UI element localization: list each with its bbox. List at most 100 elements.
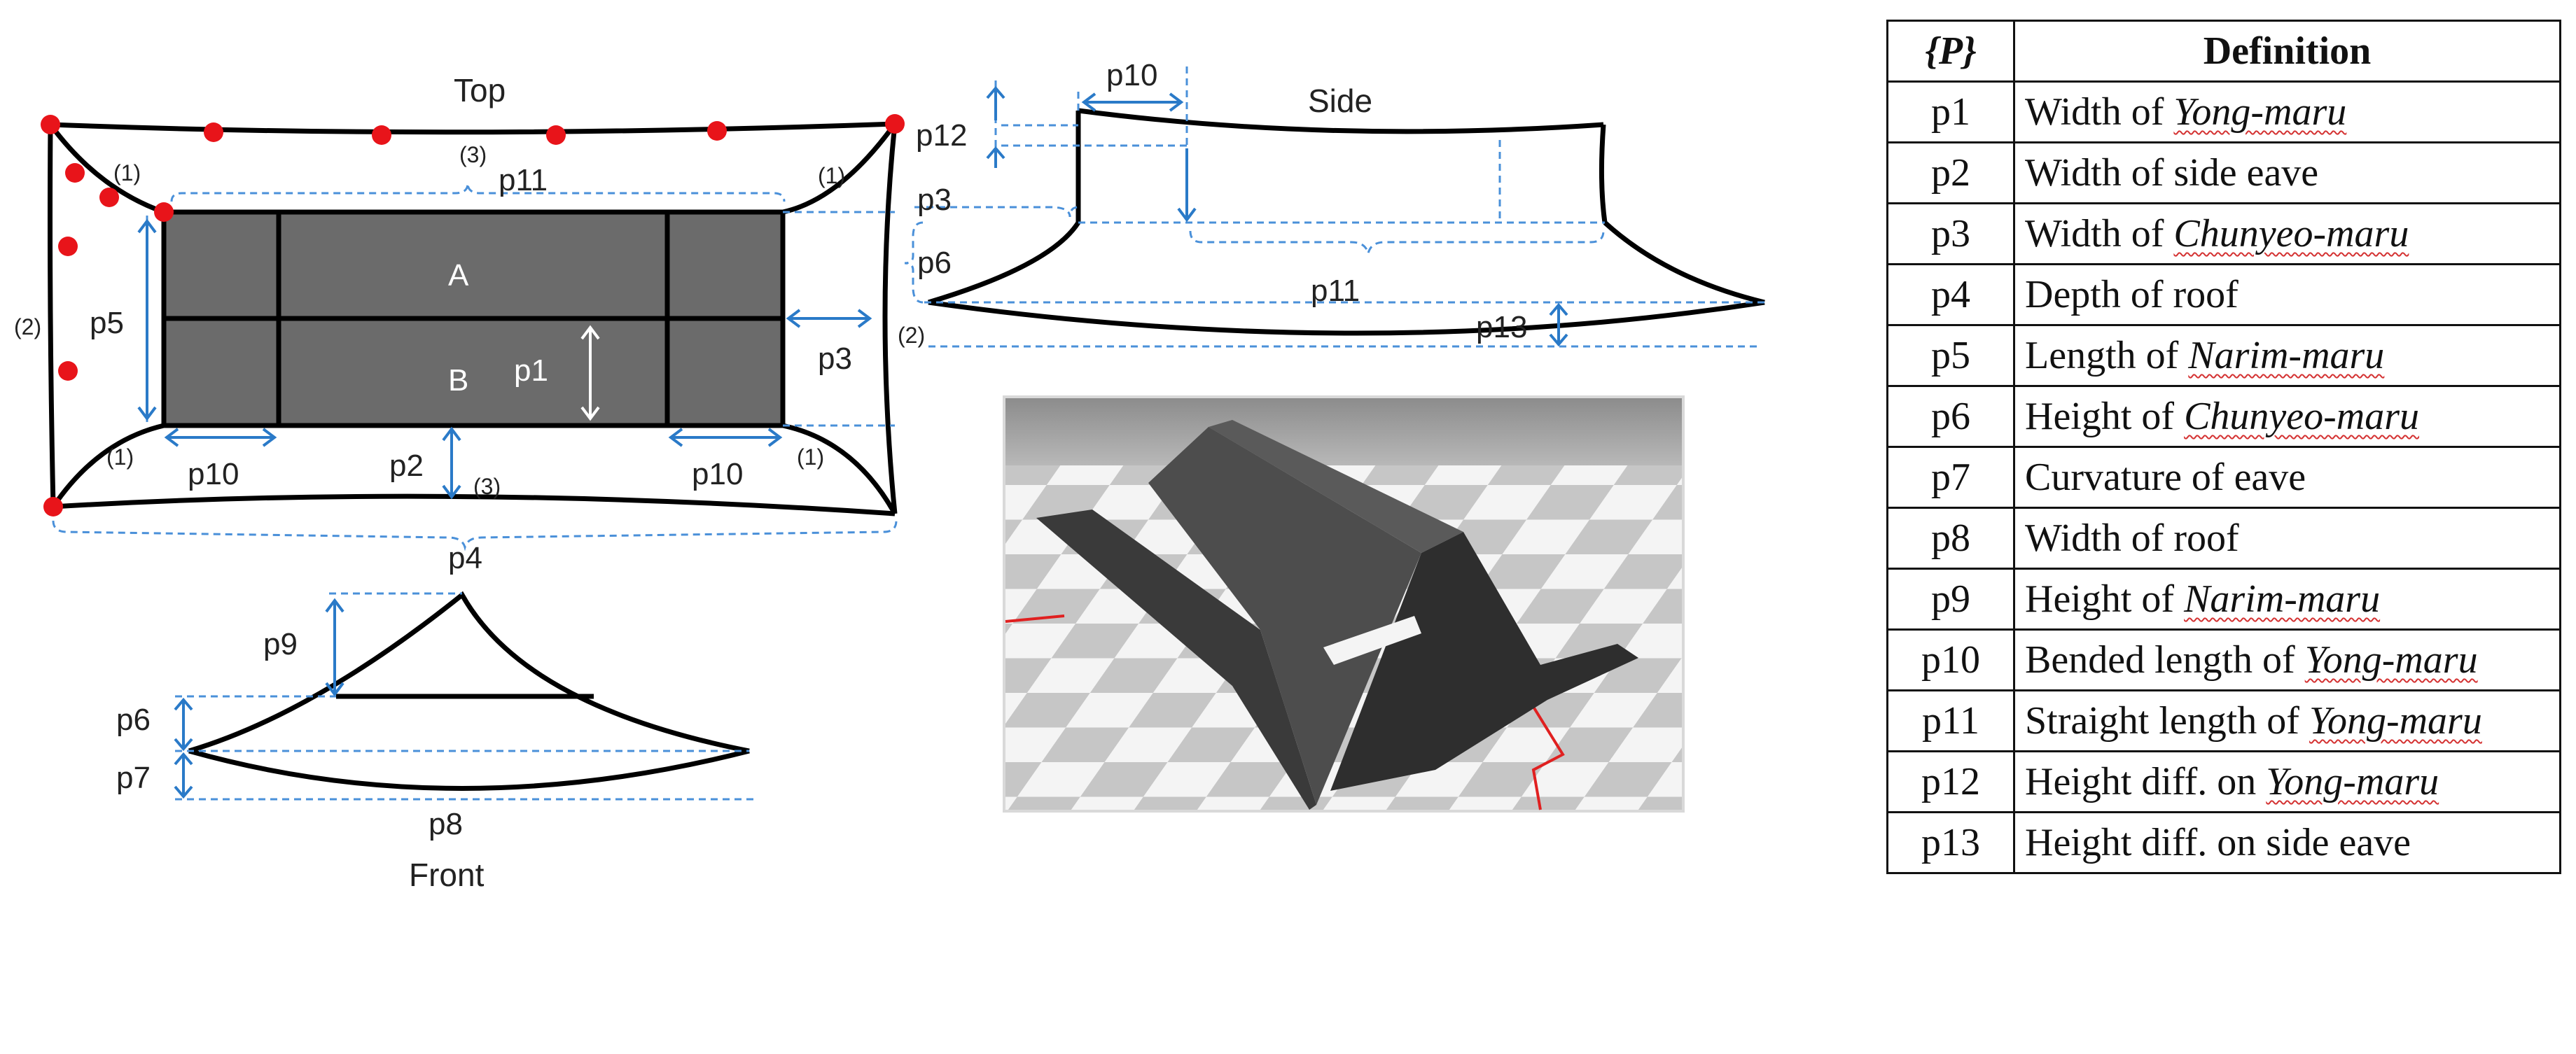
p11-label-side: p11 — [1311, 274, 1360, 308]
p4-label: p4 — [448, 541, 482, 575]
definition-text: Curvature of eave — [2025, 456, 2306, 499]
control-point — [204, 122, 223, 142]
table-cell-definition: Straight length of Yong-maru — [2013, 689, 2561, 752]
p1-label: p1 — [514, 353, 548, 388]
p10-label-left: p10 — [188, 457, 239, 491]
control-point — [58, 361, 78, 381]
p5-arrow — [137, 218, 157, 421]
table-cell-definition: Height of Chunyeo-maru — [2013, 385, 2561, 448]
top-outer-top-edge — [50, 121, 896, 135]
p10-arrow-left — [164, 428, 277, 447]
table-cell-definition: Height diff. on Yong-maru — [2013, 750, 2561, 813]
front-view-title: Front — [409, 857, 485, 893]
top-outer-right-edge — [882, 123, 898, 514]
p11-brace-side — [1189, 230, 1605, 254]
table-cell-symbol: p10 — [1886, 628, 2015, 691]
p6-label-front: p6 — [116, 703, 151, 737]
definition-text: Height diff. on side eave — [2025, 821, 2411, 864]
control-point — [154, 202, 174, 222]
marker-3-bottom: (3) — [473, 474, 501, 499]
marker-1-tr: (1) — [818, 163, 845, 188]
definition-term: Yong-maru — [2266, 760, 2439, 803]
table-cell-definition: Curvature of eave — [2013, 446, 2561, 509]
top-connector-tr — [782, 122, 897, 215]
definition-text: Height of — [2025, 395, 2185, 438]
p13-label: p13 — [1476, 310, 1527, 344]
table-cell-symbol: p12 — [1886, 750, 2015, 813]
control-point — [372, 125, 391, 145]
side-right-eave — [1603, 220, 1765, 305]
p10-arrow-side — [1081, 92, 1184, 112]
p6-arrow — [174, 697, 193, 752]
p13-arrow — [1549, 302, 1568, 347]
table-cell-symbol: p8 — [1886, 507, 2015, 570]
marker-2-side: (2) — [898, 323, 925, 348]
render-axis-red-2 — [1531, 705, 1565, 810]
table-cell-symbol: p2 — [1886, 141, 2015, 204]
table-header-row: {P} Definition — [1886, 20, 2561, 83]
side-bottom-curve — [928, 300, 1765, 336]
table-cell-symbol: p6 — [1886, 385, 2015, 448]
p12-arrow-top — [986, 85, 1005, 120]
p10-label-right: p10 — [692, 457, 743, 491]
table-header-definition: Definition — [2013, 20, 2561, 83]
p3-arrow — [786, 309, 872, 328]
top-view-title: Top — [454, 72, 506, 108]
definition-text: Width of roof — [2025, 517, 2239, 560]
p2-arrow — [442, 426, 461, 500]
control-point — [546, 125, 566, 145]
definition-term: Yong-maru — [2173, 90, 2347, 134]
side-height-arrow — [1177, 148, 1197, 223]
table-cell-symbol: p13 — [1886, 811, 2015, 874]
definition-text: Straight length of — [2025, 699, 2309, 743]
render-3d-view — [1003, 395, 1685, 813]
p11-brace — [170, 183, 786, 202]
definition-term: Narim-maru — [2184, 577, 2381, 621]
control-point — [41, 115, 60, 134]
definition-term: Yong-maru — [2304, 638, 2478, 682]
marker-1-br: (1) — [797, 444, 824, 470]
p11-label: p11 — [499, 163, 548, 197]
table-cell-definition: Width of Chunyeo-maru — [2013, 202, 2561, 265]
render-sky — [1005, 398, 1682, 465]
definition-text: Width of — [2025, 90, 2174, 134]
table-cell-symbol: p9 — [1886, 568, 2015, 631]
p6-brace-side — [904, 221, 924, 304]
side-ridge — [1078, 108, 1604, 134]
definition-text: Bended length of — [2025, 638, 2305, 682]
marker-2-left: (2) — [14, 314, 41, 339]
table-cell-symbol: p4 — [1886, 263, 2015, 326]
region-b-label: B — [448, 363, 468, 398]
definition-text: Width of — [2025, 212, 2174, 255]
render-axis-red — [1005, 614, 1065, 623]
render-roof-slope — [1148, 427, 1421, 805]
top-outer-bottom-edge — [53, 493, 896, 517]
region-a-label: A — [448, 258, 469, 293]
top-view: Top A B p5 p11 — [14, 72, 905, 575]
definition-term: Chunyeo-maru — [2173, 212, 2409, 255]
table-header-symbol: {P} — [1886, 20, 2015, 83]
p9-label: p9 — [263, 627, 298, 661]
control-point — [707, 121, 727, 141]
control-point — [885, 114, 905, 134]
top-outer-left-edge — [48, 124, 56, 507]
p7-arrow — [174, 752, 193, 799]
table-cell-definition: Length of Narim-maru — [2013, 324, 2561, 387]
control-point — [65, 163, 85, 183]
p9-arrow — [325, 598, 344, 697]
p7-label: p7 — [116, 761, 151, 795]
control-point — [43, 497, 63, 517]
marker-1-tl: (1) — [113, 160, 141, 185]
table-cell-definition: Width of roof — [2013, 507, 2561, 570]
front-lower-curve — [188, 748, 750, 791]
p10-arrow-right — [668, 428, 783, 447]
marker-1-bl: (1) — [106, 444, 134, 470]
